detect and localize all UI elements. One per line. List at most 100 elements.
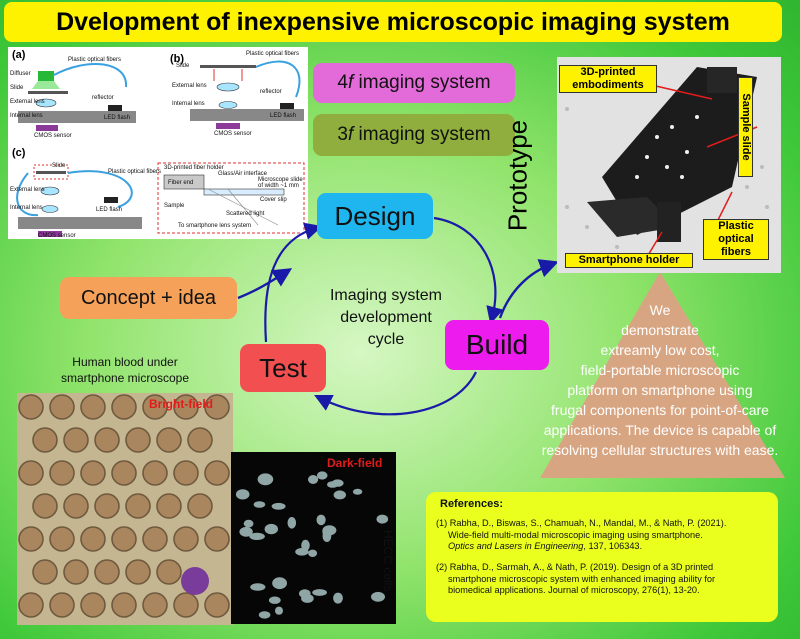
red-blood-cell: [156, 493, 182, 519]
statement-line1: We: [649, 302, 671, 318]
pointer-fibers: [716, 191, 733, 223]
internal-lens-label-b: Internal lens: [172, 101, 205, 107]
slide-label-c: Slide: [52, 163, 66, 169]
red-blood-cell: [80, 460, 106, 486]
internal-lens-shape-c: [41, 205, 59, 213]
internal-lens-label: Internal lens: [10, 113, 43, 119]
external-lens-shape-b: [216, 82, 240, 92]
reference-1-line2: Wide-field multi-modal microscopic imagi…: [448, 529, 703, 540]
build-box: Build: [445, 320, 549, 370]
red-blood-cell: [18, 460, 44, 486]
red-blood-cell: [204, 526, 230, 552]
panel-c-label: (c): [12, 147, 26, 159]
red-blood-cell: [173, 394, 199, 420]
diffuser-shape: [38, 71, 54, 81]
statement-line5: platform on smartphone using: [567, 382, 753, 398]
three-f-text: imaging system: [353, 124, 491, 145]
red-blood-cell: [156, 427, 182, 453]
cmos-label-b: CMOS sensor: [214, 131, 252, 137]
statement-triangle: [540, 272, 785, 478]
hecc-cell: [352, 488, 363, 495]
microscope-slide-shape: [203, 188, 285, 196]
blood-caption: Human blood under smartphone microscope: [30, 354, 220, 386]
four-f-number: 4: [337, 72, 348, 93]
slide-label-b: Slide: [176, 63, 190, 69]
three-f-number: 3: [337, 124, 348, 145]
blood-caption-line2: smartphone microscope: [60, 371, 190, 385]
reference-1-line3: Optics and Lasers in Engineering, 137, 1…: [436, 541, 768, 553]
red-blood-cell: [18, 394, 44, 420]
hecc-cell: [253, 501, 266, 508]
reference-2-line2: smartphone microscopic system with enhan…: [448, 573, 716, 584]
reference-1-line1: (1) Rabha, D., Biswas, S., Chamuah, N., …: [436, 518, 727, 528]
red-blood-cell: [63, 559, 89, 585]
slide-label: Slide: [10, 85, 24, 91]
cover-slip-label: Cover slip: [260, 197, 287, 203]
hecc-cell: [333, 490, 346, 500]
three-f-system-box: 3f imaging system: [313, 114, 515, 156]
bright-field-image: Bright-field: [17, 393, 233, 625]
slide-shape: [28, 91, 68, 94]
hecc-cell: [239, 526, 253, 537]
cycle-label-line1: Imaging system: [329, 287, 443, 304]
cmos-label: CMOS sensor: [34, 133, 72, 139]
arrow-test-design: [264, 222, 323, 343]
red-blood-cells: [18, 394, 230, 618]
dark-field-image: Dark-field: [231, 452, 396, 624]
hecc-cells: [235, 471, 389, 619]
bright-field-label: Bright-field: [149, 397, 213, 411]
fibers-label-c: Plastic optical fibers: [108, 169, 162, 175]
reference-1-volume: , 137, 106343.: [583, 541, 643, 551]
internal-lens-label-c: Internal lens: [10, 205, 43, 211]
slide-shape-b: [200, 65, 256, 68]
cycle-label-line2: development: [340, 309, 432, 326]
statement-line4: field-portable microscopic: [580, 362, 740, 378]
hecc-cell: [316, 471, 328, 480]
red-blood-cell: [80, 394, 106, 420]
hecc-cell: [308, 475, 319, 484]
light-cone: [32, 81, 60, 89]
microscope-slide-label: Microscope slide of width ~1 mm: [258, 177, 303, 189]
blood-cells-drawing: [17, 393, 233, 625]
red-blood-cell: [80, 526, 106, 552]
red-blood-cell: [187, 493, 213, 519]
arrow-concept-cycle: [237, 268, 293, 300]
to-lens-label: To smartphone lens system: [178, 223, 252, 229]
diffuser-label: Diffuser: [10, 71, 31, 77]
red-blood-cell: [80, 592, 106, 618]
hecc-cell: [235, 489, 250, 500]
internal-lens-shape-b: [218, 101, 238, 109]
red-blood-cell: [32, 427, 58, 453]
reference-2-line3: biomedical applications. Journal of micr…: [448, 585, 700, 595]
led-label: LED flash: [104, 115, 131, 121]
test-box: Test: [240, 344, 326, 392]
red-blood-cell: [49, 526, 75, 552]
scatter-ray-2: [227, 188, 259, 226]
hecc-cell: [312, 589, 327, 596]
red-blood-cell: [32, 559, 58, 585]
holder-base: [587, 197, 677, 237]
hecc-cell: [260, 474, 269, 481]
led-shape-c: [104, 197, 118, 203]
fiber-holder-label: 3D-printed fiber holder: [164, 165, 224, 171]
zoom-detail: [157, 162, 305, 234]
statement-line8: resolving cellular structures with ease.: [541, 442, 779, 458]
scattered-label: Scattered light: [226, 211, 265, 217]
schematic-panel: (a) (b) (c) Diffuser Slide External lens…: [8, 47, 308, 239]
sample-slide-label: Sample slide: [738, 77, 753, 177]
hecc-cell: [316, 514, 326, 526]
plastic-fibers-label: Plastic optical fibers: [703, 219, 769, 260]
schematic-a: [18, 63, 136, 131]
prototype-photo: 3D-printed embodiments Sample slide Plas…: [557, 57, 781, 273]
statement-line6: frugal components for point-of-care: [551, 402, 769, 418]
red-blood-cell: [94, 493, 120, 519]
dark-field-drawing: [231, 452, 396, 624]
hecc-cell: [308, 549, 318, 557]
interface-label: Glass/Air interface: [218, 171, 268, 177]
hecc-cell: [327, 481, 339, 488]
red-blood-cell: [18, 526, 44, 552]
red-blood-cell: [204, 394, 230, 420]
hecc-cells-label: HECC cells: [381, 530, 395, 592]
